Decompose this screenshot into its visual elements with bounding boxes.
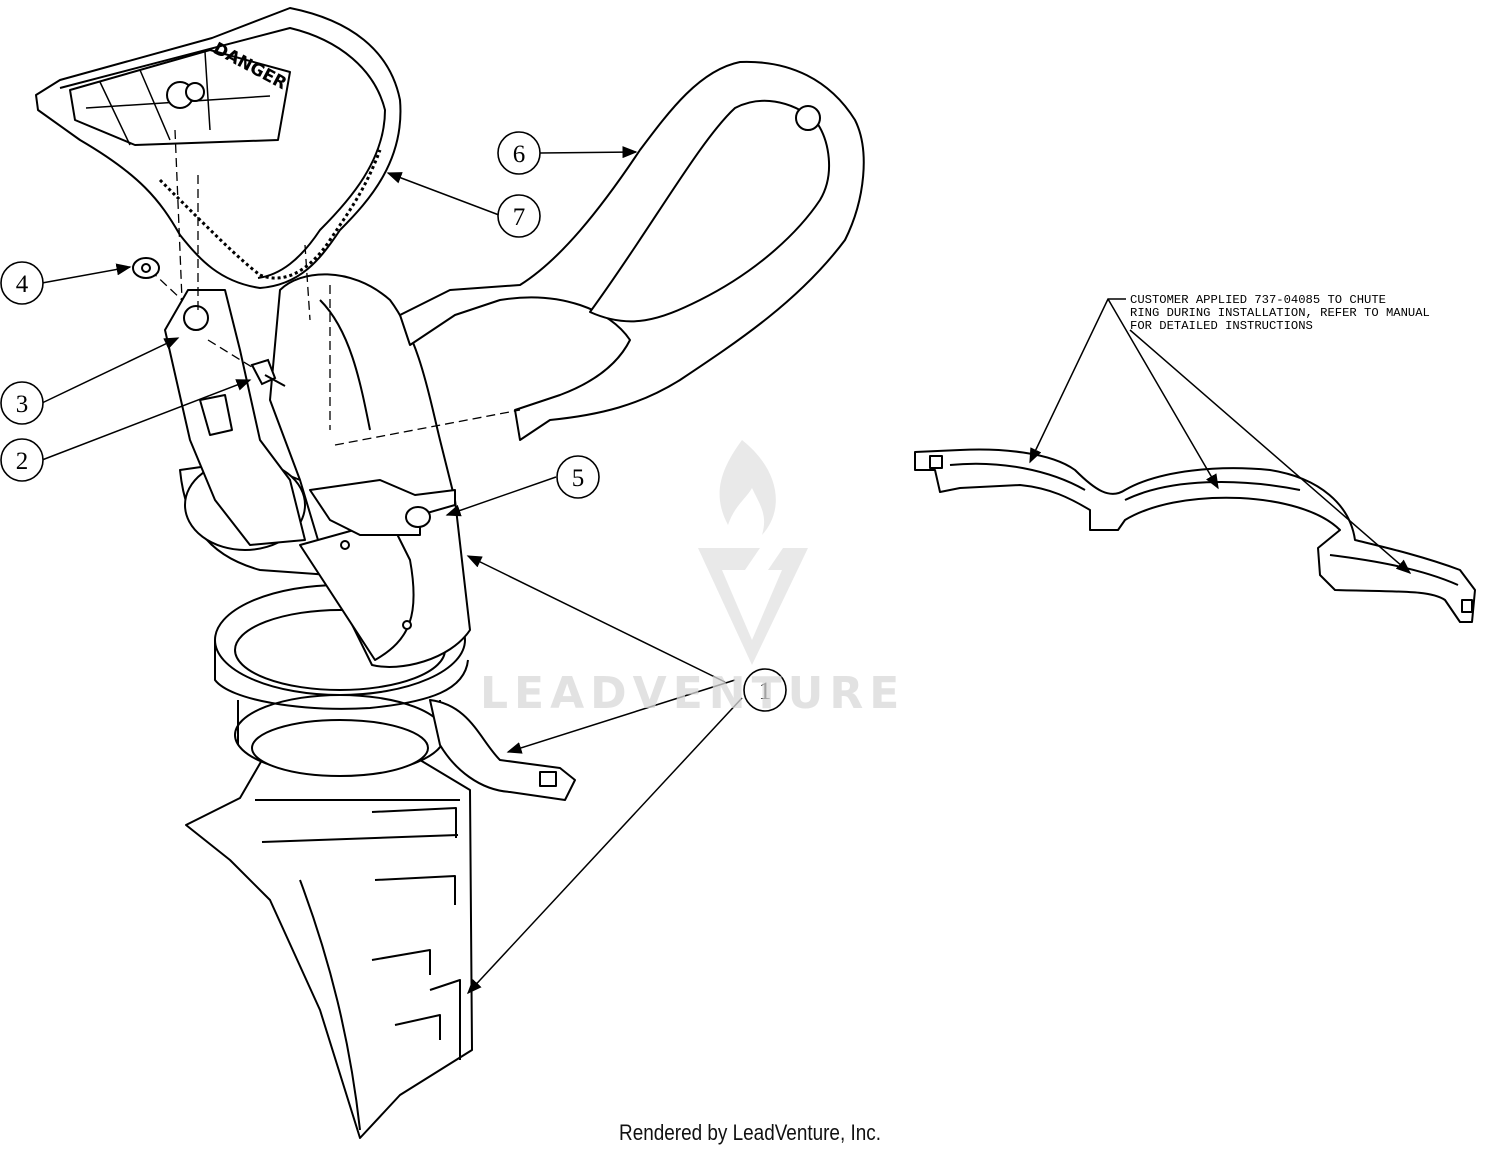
hex-bolt [250,358,277,386]
callout-3: 3 [0,381,44,425]
callout-bubbles: 1 2 3 4 5 6 7 [0,131,787,712]
svg-text:7: 7 [513,204,526,231]
svg-text:4: 4 [16,271,29,298]
callout-2: 2 [0,438,44,482]
svg-text:1: 1 [759,678,772,705]
svg-text:5: 5 [572,465,585,492]
svg-text:6: 6 [513,141,526,168]
note-line: RING DURING INSTALLATION, REFER TO MANUA… [1130,306,1430,320]
chute-assembly [35,7,865,1139]
callout-4: 4 [0,261,44,305]
callout-5: 5 [556,455,600,499]
callout-7: 7 [497,194,541,238]
note-line: FOR DETAILED INSTRUCTIONS [1130,319,1313,333]
detail-chute-ring [914,448,1476,623]
note-line: CUSTOMER APPLIED 737-04085 TO CHUTE [1130,293,1386,307]
watermark-logo [698,440,808,665]
svg-text:2: 2 [16,448,29,475]
callouts [41,146,1412,995]
watermark-text: LEADVENTURE [480,668,906,719]
callout-6: 6 [497,131,541,175]
svg-text:3: 3 [16,391,29,418]
footer-credit: Rendered by LeadVenture, Inc. [619,1120,881,1145]
assembly-guides [149,129,521,446]
callout-1: 1 [743,668,787,712]
hardware [132,257,286,387]
